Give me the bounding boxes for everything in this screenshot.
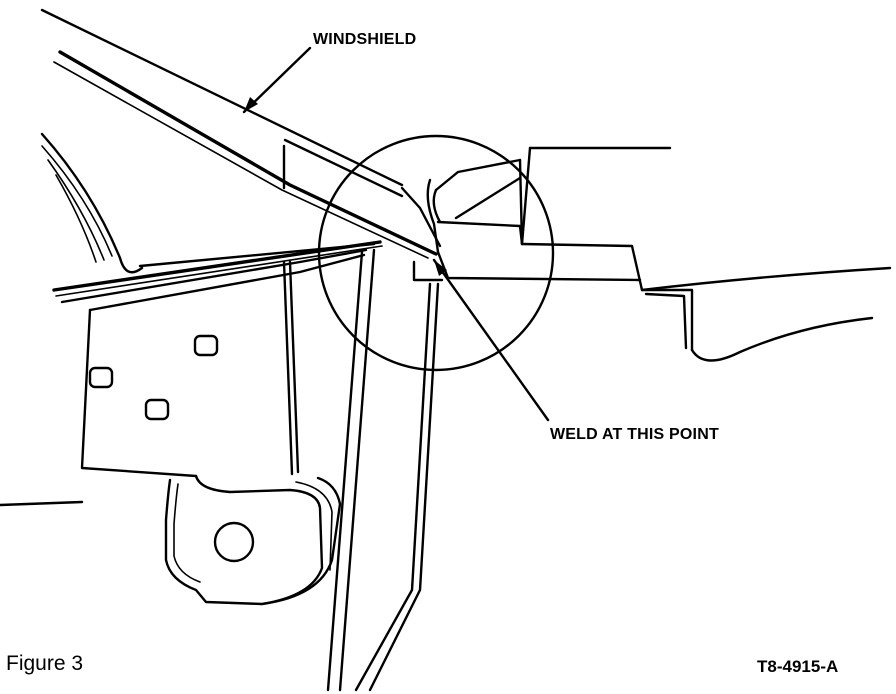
windshield-arrow [242,46,312,114]
a-pillar [40,132,144,274]
cowl-top [52,240,383,312]
vertical-posts [282,248,444,692]
figure-caption: Figure 3 [6,652,84,675]
windshield-glass [40,8,442,259]
detail-circle [317,134,555,372]
bracket-hole [213,521,255,563]
panel-hole-3 [144,398,170,421]
weld-label: WELD AT THIS POINT [550,426,719,443]
lower-bracket [164,474,342,606]
windshield-label: WINDSHIELD [313,31,417,48]
inner-panel [0,308,219,507]
drawing-code: T8-4915-A [757,657,839,676]
panel-hole-2 [88,366,114,389]
cowl-panel [426,146,892,362]
weld-arrow [432,258,550,422]
panel-hole-1 [193,334,219,357]
